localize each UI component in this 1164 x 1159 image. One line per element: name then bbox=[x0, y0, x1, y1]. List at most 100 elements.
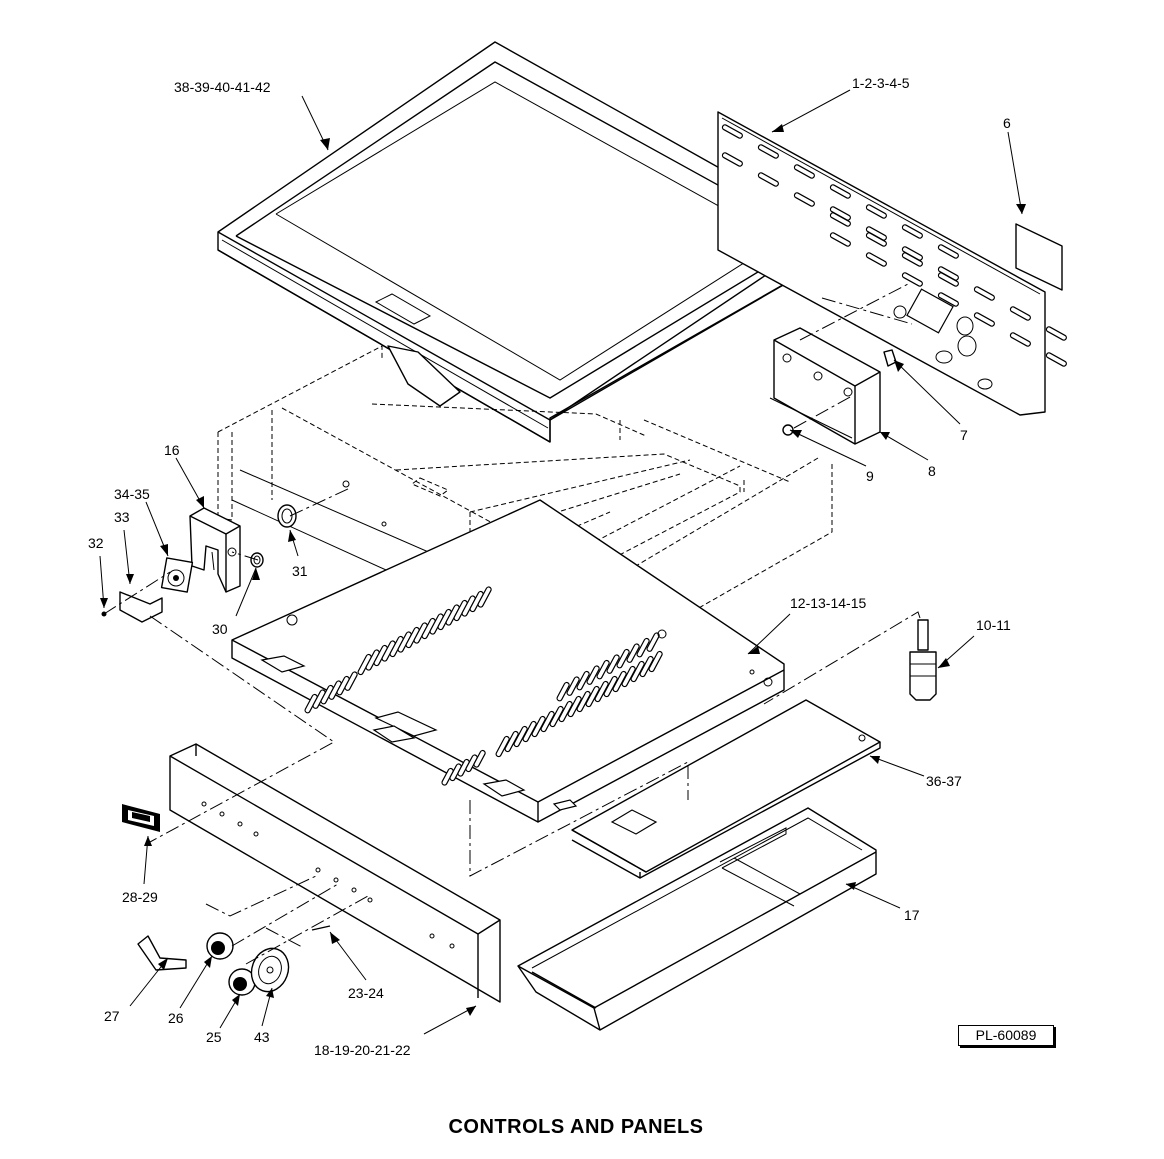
louver-slot bbox=[829, 184, 851, 199]
bottom-pan bbox=[231, 499, 785, 823]
louver-slot bbox=[558, 700, 573, 723]
louver-slot bbox=[865, 204, 887, 219]
louver-slot bbox=[566, 676, 580, 696]
leader-arrowheads bbox=[100, 124, 1026, 1016]
louver-slot bbox=[1045, 352, 1067, 367]
callout-8: 8 bbox=[928, 463, 936, 479]
louver-slot bbox=[612, 670, 627, 693]
callout-36-37: 36-37 bbox=[926, 773, 962, 789]
callout-26: 26 bbox=[168, 1010, 184, 1026]
louver-slot bbox=[586, 665, 600, 685]
callout-32: 32 bbox=[88, 535, 104, 551]
louver-slot bbox=[596, 659, 610, 680]
assembly-centerlines bbox=[103, 487, 921, 965]
louver-slot bbox=[721, 124, 743, 139]
callout-28-29: 28-29 bbox=[122, 889, 158, 905]
louver-slot bbox=[621, 665, 636, 688]
louver-slot bbox=[567, 695, 582, 718]
louver-slot bbox=[639, 655, 654, 678]
louver-slot bbox=[556, 681, 570, 702]
louver-slot bbox=[576, 670, 590, 691]
louver-slot bbox=[973, 286, 995, 301]
callout-34-35: 34-35 bbox=[114, 486, 150, 502]
louver-slot bbox=[540, 710, 555, 733]
adjustable-leg bbox=[909, 619, 937, 701]
callout-30: 30 bbox=[212, 621, 228, 637]
front-control-panel bbox=[169, 743, 501, 1003]
louver-slot bbox=[585, 685, 600, 708]
louver-slot bbox=[1009, 332, 1031, 347]
louver-slot bbox=[626, 643, 640, 663]
louver-slot bbox=[648, 650, 663, 673]
louver-slot bbox=[793, 164, 815, 179]
thermostat-bracket bbox=[189, 507, 241, 593]
clip bbox=[883, 349, 897, 367]
louver-slot bbox=[504, 730, 519, 753]
louver-slot bbox=[721, 152, 743, 167]
louver-slot bbox=[606, 654, 620, 674]
louver-slot bbox=[973, 312, 995, 327]
callout-6: 6 bbox=[1003, 115, 1011, 131]
drawing-number: PL-60089 bbox=[958, 1025, 1054, 1046]
thermostat bbox=[160, 557, 194, 593]
callout-1-5: 1-2-3-4-5 bbox=[852, 75, 910, 91]
grease-drawer bbox=[517, 807, 877, 1031]
louver-slot bbox=[865, 226, 887, 241]
knob-small bbox=[228, 968, 256, 996]
louver-slot bbox=[901, 224, 923, 239]
louver-slot bbox=[594, 680, 609, 703]
cover-plate bbox=[1015, 223, 1063, 291]
louver-slot bbox=[901, 272, 923, 287]
louver-slot bbox=[522, 720, 537, 743]
louver-slot bbox=[576, 690, 591, 713]
callout-12-15: 12-13-14-15 bbox=[790, 595, 866, 611]
louver-slot bbox=[616, 648, 630, 669]
callout-33: 33 bbox=[114, 509, 130, 525]
knob bbox=[206, 932, 234, 960]
callout-27: 27 bbox=[104, 1008, 120, 1024]
bushing bbox=[277, 504, 297, 528]
callout-7: 7 bbox=[960, 427, 968, 443]
callout-25: 25 bbox=[206, 1029, 222, 1045]
callout-18-22: 18-19-20-21-22 bbox=[314, 1042, 411, 1058]
switch-bracket bbox=[119, 591, 163, 623]
nameplate bbox=[122, 804, 160, 832]
louver-slot bbox=[1045, 326, 1067, 341]
back-panel bbox=[717, 111, 1067, 416]
louver-slot bbox=[513, 725, 528, 748]
diagram-caption: CONTROLS AND PANELS bbox=[448, 1116, 704, 1138]
callout-38-42: 38-39-40-41-42 bbox=[174, 79, 271, 95]
louver-slot bbox=[937, 292, 959, 307]
callout-17: 17 bbox=[904, 907, 920, 923]
louver-slot bbox=[793, 192, 815, 207]
louver-slot bbox=[757, 144, 779, 159]
callout-9: 9 bbox=[866, 468, 874, 484]
louver-slot bbox=[829, 206, 851, 221]
louver-slot bbox=[901, 246, 923, 261]
louver-slot bbox=[1009, 306, 1031, 321]
control-knob-handle bbox=[137, 935, 187, 971]
louver-slot bbox=[477, 586, 492, 608]
louver-slot bbox=[630, 660, 645, 683]
louver-slot bbox=[937, 266, 959, 281]
louver-slot bbox=[636, 637, 650, 658]
callout-10-11: 10-11 bbox=[976, 617, 1011, 633]
louver-slot bbox=[603, 675, 618, 698]
louver-slot bbox=[865, 252, 887, 267]
louver-slot bbox=[495, 735, 510, 758]
pin bbox=[311, 925, 331, 931]
dial-plate bbox=[250, 947, 290, 993]
callout-16: 16 bbox=[164, 442, 180, 458]
louver-slot bbox=[757, 172, 779, 187]
louver-slot bbox=[829, 232, 851, 247]
drip-tray-rail bbox=[571, 699, 881, 879]
louver-slot bbox=[937, 244, 959, 259]
louver-slot bbox=[549, 705, 564, 728]
louver-slot bbox=[531, 715, 546, 738]
louver-slot bbox=[344, 671, 358, 691]
louver-slot bbox=[473, 749, 486, 768]
callout-23-24: 23-24 bbox=[348, 985, 384, 1001]
callout-labels: 38-39-40-41-42 1-2-3-4-5 6 7 8 9 16 34-3… bbox=[88, 75, 1011, 1058]
callout-31: 31 bbox=[292, 563, 308, 579]
